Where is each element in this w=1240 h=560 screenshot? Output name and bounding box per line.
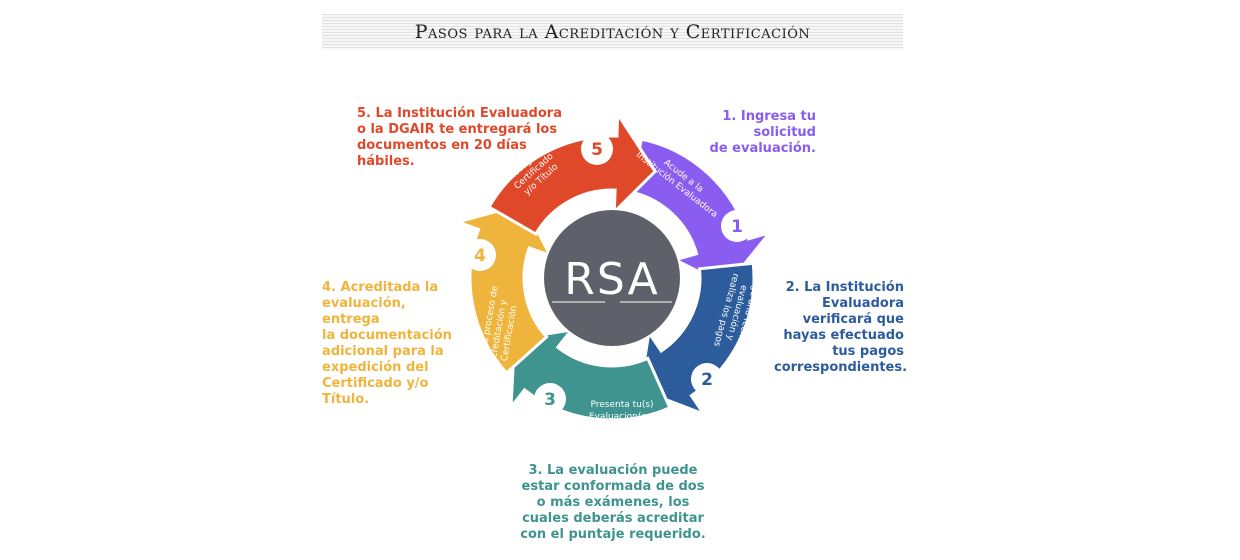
step2-arrow: [638, 261, 756, 418]
step4-badge: 4: [464, 239, 496, 271]
svg-text:3: 3: [544, 390, 556, 410]
step1-arrow: [628, 137, 774, 288]
center-logo: RSA: [564, 254, 659, 305]
step5-arrow: [486, 109, 658, 237]
page-title: Pasos para la Acreditación y Certificaci…: [414, 21, 811, 43]
title-bar: Pasos para la Acreditación y Certificaci…: [322, 14, 903, 50]
svg-text:2: 2: [701, 370, 713, 390]
step1-badge: 1: [721, 210, 753, 242]
svg-text:4: 4: [474, 246, 486, 266]
svg-text:1: 1: [731, 217, 743, 237]
step2-badge: 2: [691, 363, 723, 395]
step3-inner-label: Presenta tu(s)Evaluacion(es): [589, 400, 655, 422]
center-circle: [544, 210, 680, 346]
svg-text:5: 5: [591, 140, 603, 160]
step5-badge: 5: [581, 133, 613, 165]
step3-badge: 3: [534, 383, 566, 415]
